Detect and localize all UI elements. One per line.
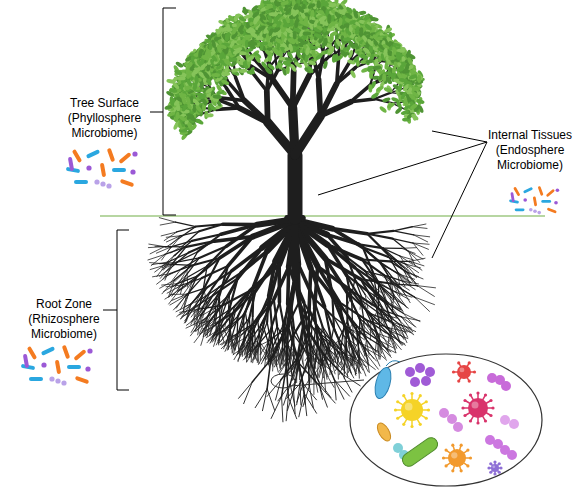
tree-drawing — [148, 0, 436, 422]
root — [410, 261, 424, 266]
branch — [273, 80, 293, 108]
root — [271, 397, 281, 419]
root — [412, 227, 427, 229]
root — [159, 218, 175, 222]
root — [319, 386, 327, 407]
root — [239, 382, 253, 398]
root — [402, 248, 415, 253]
root — [176, 222, 196, 226]
root — [244, 382, 253, 404]
root — [309, 358, 310, 386]
root — [394, 231, 414, 235]
root — [332, 297, 333, 327]
root — [282, 365, 287, 396]
root — [286, 326, 287, 365]
root — [367, 231, 393, 234]
root — [415, 297, 430, 311]
branch — [267, 91, 268, 122]
root — [160, 222, 175, 225]
root — [282, 397, 283, 422]
root — [219, 296, 220, 321]
root — [300, 384, 301, 405]
root — [394, 227, 413, 231]
root — [412, 224, 426, 227]
branch — [295, 116, 320, 155]
root — [288, 397, 296, 419]
root — [415, 297, 435, 304]
root — [396, 292, 406, 306]
